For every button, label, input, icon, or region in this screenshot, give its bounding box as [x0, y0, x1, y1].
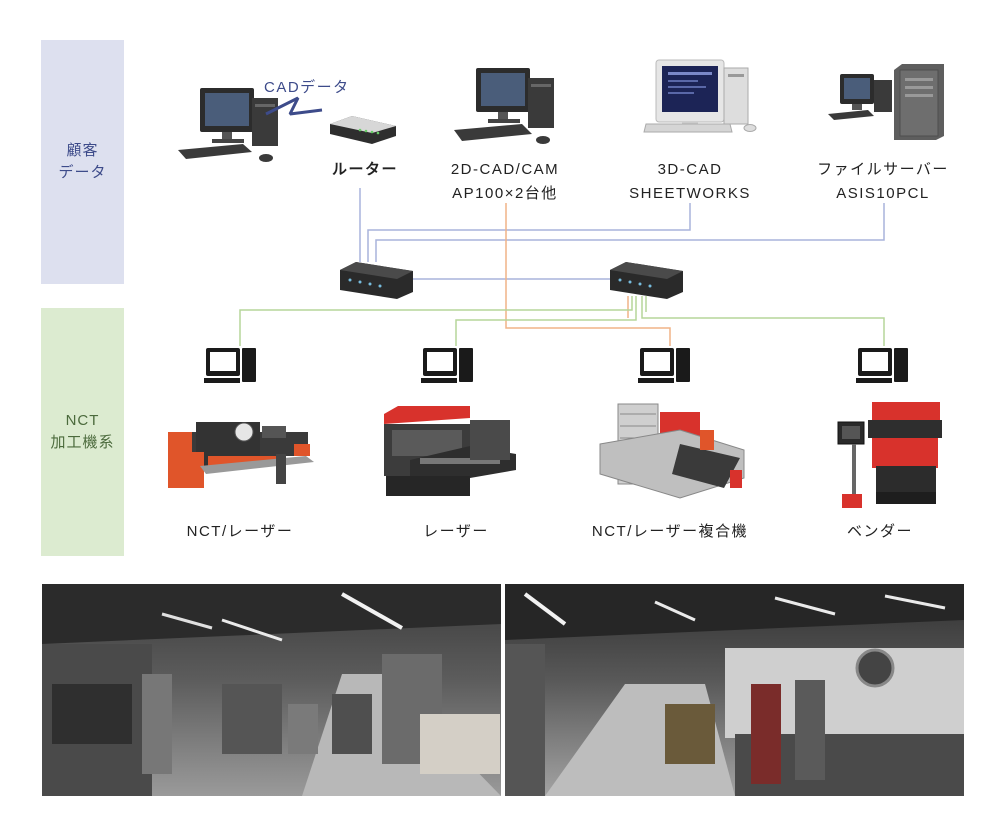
green-connections: [239, 296, 885, 346]
punch-press-icon: [168, 422, 314, 488]
line-2dcad: [505, 203, 671, 346]
factory-photo-icon: [505, 584, 964, 796]
laser-cutter-icon: [384, 406, 516, 496]
orange-connections: [505, 203, 671, 346]
combo-machine-label: NCT/レーザー複合機: [591, 523, 749, 540]
line-to-nct-laser: [239, 296, 633, 346]
nct-laser-label: NCT/レーザー: [186, 523, 294, 540]
customer-data-label: 顧客 データ: [58, 142, 107, 181]
cad3d-label: 3D-CAD SHEETWORKS: [629, 161, 751, 202]
customer-pc-icon: [178, 88, 278, 162]
server-label: ファイルサーバー ASIS10PCL: [817, 161, 949, 202]
factory-photo-left: [42, 584, 501, 796]
desktop-computer-icon: [454, 68, 554, 144]
nct-machines-tab: NCT 加工機系: [41, 308, 124, 556]
pc-icon-combo: [638, 348, 690, 383]
server-icon: [828, 64, 944, 140]
combo-machine-icon: [599, 403, 745, 499]
factory-photo-icon: [42, 584, 501, 796]
press-brake-icon: [837, 402, 942, 508]
cad-data-label: CADデータ: [264, 79, 350, 96]
line-to-bender: [641, 296, 885, 346]
pc-icon-nct-laser: [204, 348, 256, 383]
switch-hub-right-icon: [610, 262, 683, 299]
bender-label: ベンダー: [846, 523, 913, 540]
switch-hub-left-icon: [340, 262, 413, 299]
pc-icon-laser: [421, 348, 473, 383]
line-3dcad-hub: [367, 203, 691, 262]
blue-connections: [359, 188, 885, 280]
workstation-icon: [643, 59, 757, 133]
customer-data-tab: 顧客 データ: [41, 40, 124, 284]
line-server-hub: [375, 203, 885, 262]
nct-machines-label: NCT 加工機系: [50, 412, 115, 451]
router-label: ルーター: [331, 161, 398, 178]
lightning-link-icon: [265, 96, 323, 116]
line-to-laser: [455, 296, 637, 346]
pc-icon-bender: [856, 348, 908, 383]
factory-photo-right: [505, 584, 964, 796]
router-icon: [330, 116, 396, 144]
laser-label: レーザー: [423, 523, 489, 540]
network-diagram: [168, 59, 944, 508]
cad2d-label: 2D-CAD/CAM AP100×2台他: [450, 161, 560, 202]
